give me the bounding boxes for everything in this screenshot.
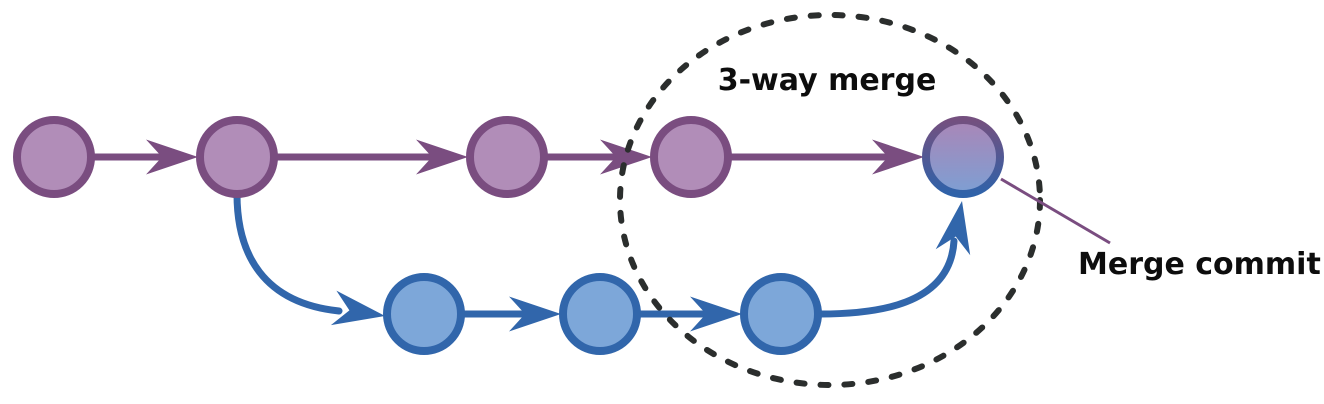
commit-node-main-1 (13, 116, 95, 198)
commit-node-merge (922, 116, 1004, 198)
merge-scope-layer (617, 12, 1111, 388)
merge-commit-label: Merge commit (1078, 247, 1321, 282)
commit-node-main-3 (466, 116, 548, 198)
arrowhead-icon (146, 139, 198, 175)
edge-curve (816, 237, 958, 318)
nodes-layer (13, 116, 1004, 355)
edges-layer (93, 139, 971, 332)
arrowhead-icon (509, 296, 561, 332)
arrowhead-icon (330, 290, 385, 326)
edge-main-2-to-feat-1 (233, 190, 385, 326)
commit-node-main-2 (196, 116, 278, 198)
edge-feat-2-to-feat-3 (639, 296, 742, 332)
commit-node-feat-3 (740, 273, 822, 355)
edge-main-2-to-main-3 (276, 139, 468, 175)
arrowhead-icon (872, 139, 924, 175)
edge-main-4-to-merge (730, 139, 924, 175)
arrowhead-icon (690, 296, 742, 332)
edge-main-3-to-main-4 (546, 139, 652, 175)
arrowhead-icon (416, 139, 468, 175)
arrowhead-icon (600, 139, 652, 175)
edge-curve (233, 190, 343, 315)
merge-scope-dashed-circle (617, 12, 1043, 388)
commit-node-feat-2 (559, 273, 641, 355)
edge-feat-3-to-merge (816, 201, 971, 318)
merge-area-label: 3-way merge (718, 63, 937, 98)
commit-node-main-4 (650, 116, 732, 198)
edge-feat-1-to-feat-2 (463, 296, 561, 332)
edge-main-1-to-main-2 (93, 139, 198, 175)
arrowhead-icon (935, 201, 971, 256)
merge-commit-leader-line (1000, 177, 1111, 245)
commit-node-feat-1 (383, 273, 465, 355)
